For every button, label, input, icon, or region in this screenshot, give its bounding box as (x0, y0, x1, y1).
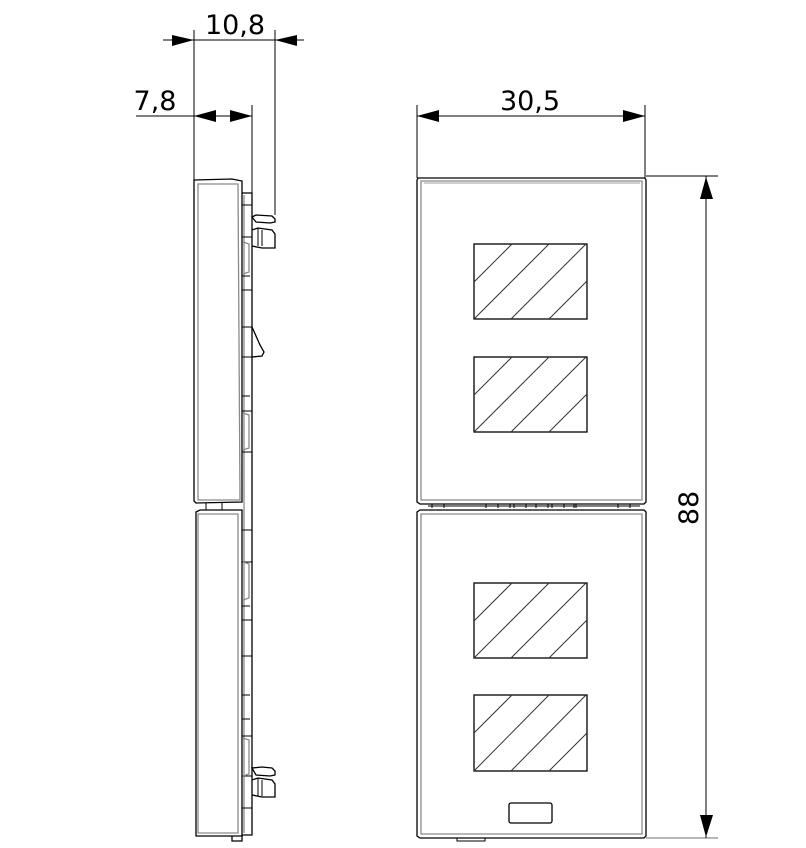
depth-10-8-label: 10,8 (205, 10, 265, 41)
depth-7-8-label: 7,8 (134, 86, 177, 117)
hatched-window-4 (473, 694, 588, 772)
module-joint (428, 504, 640, 508)
width-30-5-label: 30,5 (500, 86, 560, 117)
indicator-slot (508, 802, 553, 824)
hatched-window-3 (473, 582, 588, 659)
height-88-label: 88 (674, 491, 705, 525)
dimension-width: 30,5 (416, 86, 646, 178)
dimension-plate-depth: 7,8 (134, 86, 253, 193)
dimension-overall-depth: 10,8 (163, 10, 304, 215)
upper-module (416, 177, 647, 505)
dimension-height: 88 (646, 175, 718, 839)
side-view (193, 178, 276, 842)
hatched-window-2 (473, 356, 588, 433)
front-view (416, 177, 647, 842)
top-clip (250, 214, 276, 249)
bottom-clip (250, 766, 276, 798)
hatched-window-1 (473, 243, 588, 320)
lower-module (416, 509, 647, 842)
